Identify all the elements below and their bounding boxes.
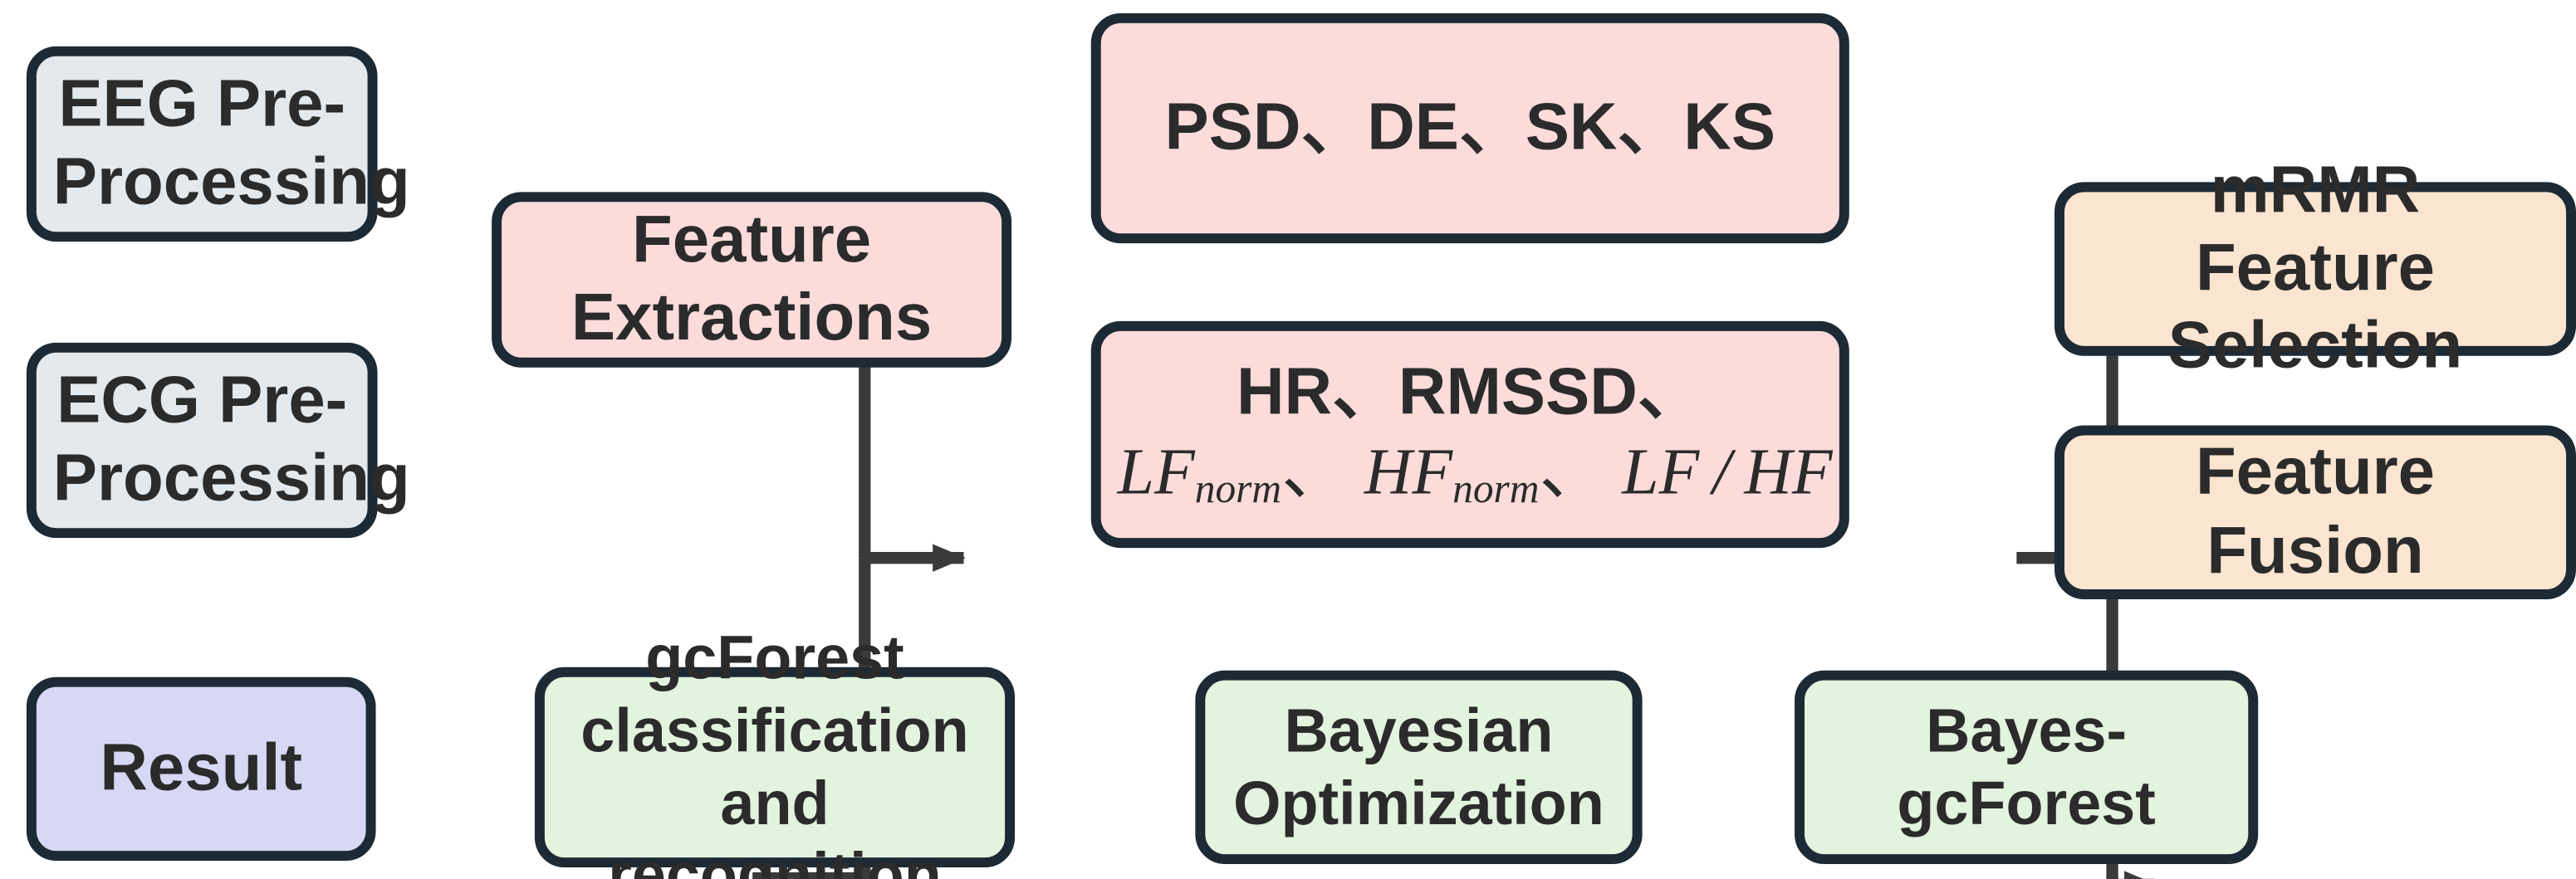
- node-ecg-features[interactable]: HR、RMSSD、 LFnorm、 HFnorm、 LF / HF: [1090, 320, 1849, 549]
- node-result-label: Result: [100, 731, 303, 805]
- node-feature-fusion[interactable]: Feature Fusion: [2054, 425, 2576, 599]
- node-ecg-preprocessing[interactable]: ECG Pre-Processing: [26, 342, 410, 539]
- node-result[interactable]: Result: [26, 676, 376, 862]
- node-feature-extractions-label: Feature Extractions: [571, 203, 933, 354]
- node-ecg-features-line1: HR、RMSSD、: [1236, 355, 1704, 429]
- node-eeg-preprocessing[interactable]: EEG Pre-Processing: [26, 46, 410, 242]
- node-bayes-gcforest-label: Bayes-gcForest: [1897, 696, 2156, 837]
- node-ecg-features-label: HR、RMSSD、 LFnorm、 HFnorm、 LF / HF: [1118, 354, 1833, 515]
- node-feature-fusion-label: Feature Fusion: [2195, 436, 2436, 587]
- node-eeg-preprocessing-label: EEG Pre-Processing: [52, 67, 410, 219]
- node-eeg-features[interactable]: PSD、DE、SK、KS: [1090, 12, 1849, 244]
- node-feature-extractions[interactable]: Feature Extractions: [492, 192, 1012, 368]
- node-bayes-gcforest[interactable]: Bayes-gcForest: [1795, 670, 2259, 865]
- node-eeg-features-label: PSD、DE、SK、KS: [1164, 90, 1776, 164]
- node-ecg-features-math: LFnorm、 HFnorm、 LF / HF: [1117, 433, 1833, 513]
- node-ecg-preprocessing-label: ECG Pre-Processing: [52, 364, 410, 515]
